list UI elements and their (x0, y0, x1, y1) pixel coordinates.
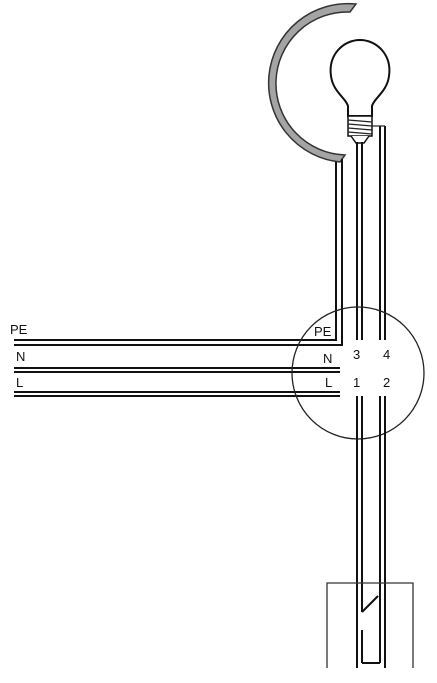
l-label-box: L (325, 375, 332, 390)
terminal-1-label: 1 (353, 375, 360, 390)
n-label-left: N (16, 349, 25, 364)
pe-wire (14, 162, 337, 341)
reflector-icon (267, 2, 358, 163)
pe-wire-return (14, 159, 343, 346)
light-bulb-icon (329, 38, 391, 144)
pe-label-box: PE (314, 324, 332, 339)
terminal-4-label: 4 (383, 347, 390, 362)
terminal-2-label: 2 (383, 375, 390, 390)
pe-label-left: PE (10, 322, 28, 337)
l-label-left: L (16, 375, 23, 390)
terminal-3-label: 3 (353, 347, 360, 362)
switch-icon (326, 582, 414, 668)
n-label-box: N (323, 351, 332, 366)
